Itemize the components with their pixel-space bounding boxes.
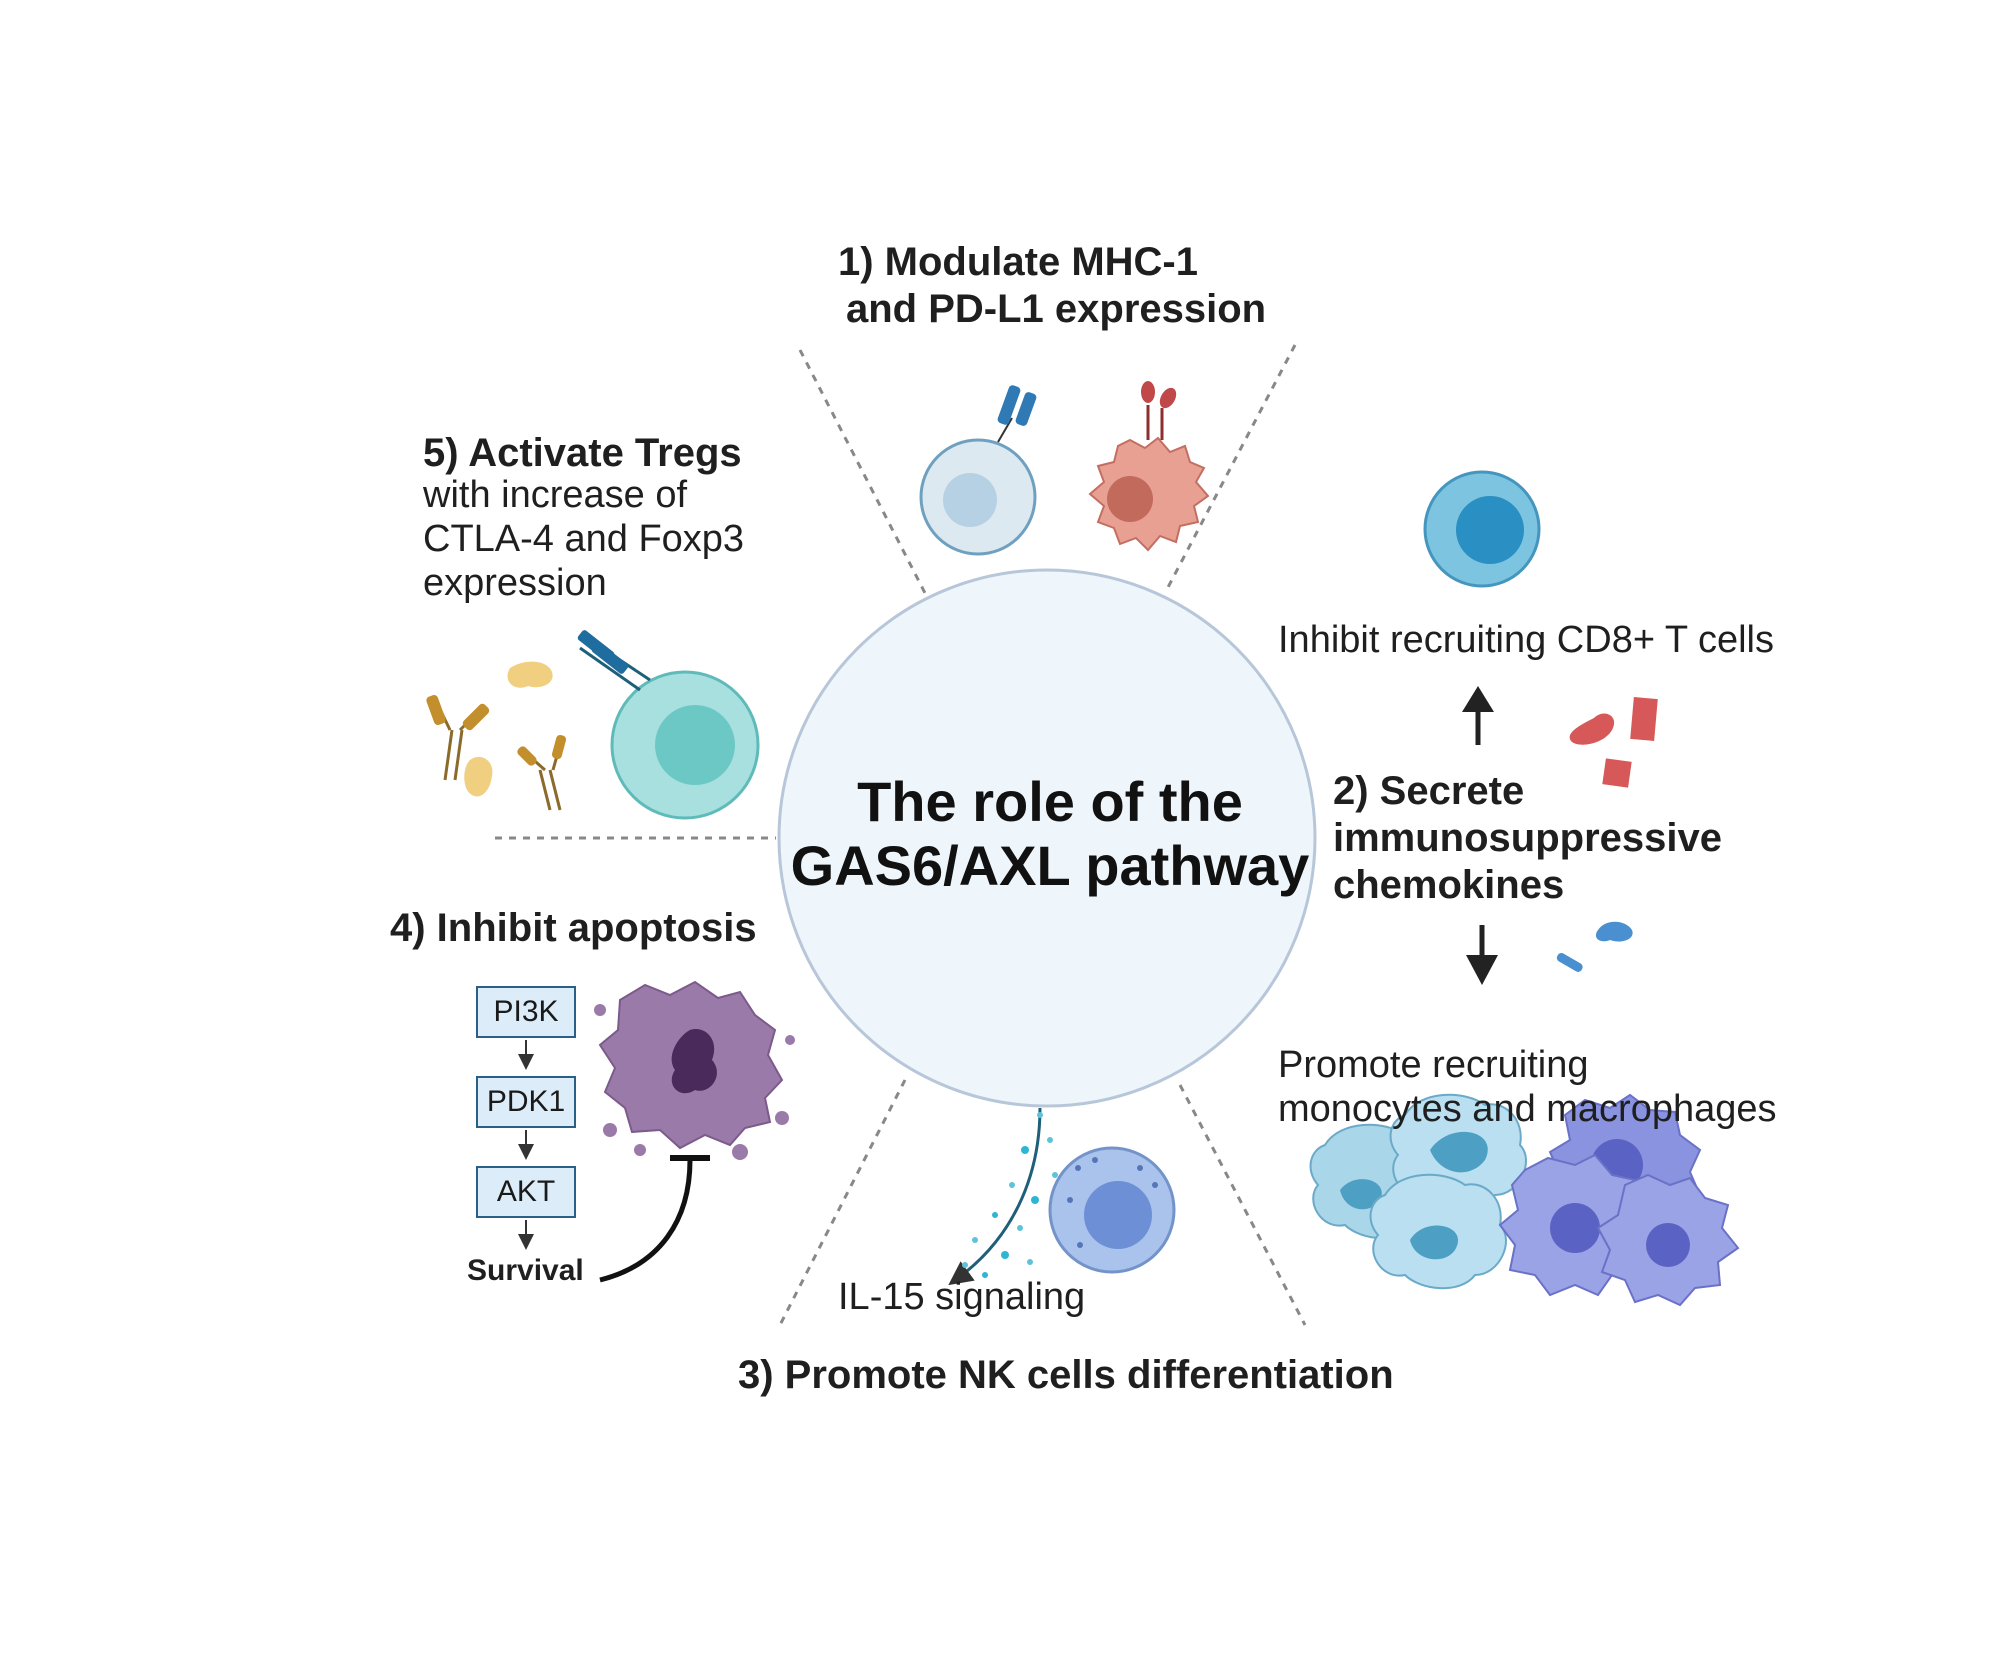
section3-title: 3) Promote NK cells differentiation — [738, 1353, 1394, 1397]
section5-desc-line3: expression — [423, 562, 607, 604]
promote-label-line2: monocytes and macrophages — [1278, 1088, 1777, 1130]
apoptotic-cell-icon — [594, 980, 795, 1160]
divider-bottom-left — [778, 1079, 907, 1326]
section4-title: 4) Inhibit apoptosis — [390, 906, 757, 950]
section2-title-line1: 2) Secrete — [1333, 769, 1525, 813]
divider-top-left — [798, 349, 927, 594]
cd8-inhibit-label: Inhibit recruiting CD8+ T cells — [1278, 619, 1774, 661]
treg-cell-icon — [577, 630, 760, 820]
section5-desc-line1: with increase of — [423, 474, 688, 516]
section2-title-line3: chemokines — [1333, 863, 1565, 907]
arrow-up-icon — [1462, 686, 1494, 745]
tumor-pdl1-icon — [1088, 381, 1210, 552]
divider-top-right — [1163, 344, 1297, 594]
antibodies-icon — [436, 704, 562, 811]
divider-bottom-right — [1178, 1084, 1307, 1326]
section5-title: 5) Activate Tregs — [423, 431, 742, 475]
pathway-box-pdk1: PDK1 — [476, 1076, 576, 1128]
promote-label-line1: Promote recruiting — [1278, 1044, 1589, 1086]
section2-title-line2: immunosuppressive — [1333, 816, 1723, 860]
tcell-mhc-icon — [919, 385, 1037, 556]
il15-particles-icon — [948, 1107, 1058, 1286]
pathway-box-akt: AKT — [476, 1166, 576, 1218]
il15-label: IL-15 signaling — [838, 1276, 1086, 1318]
chemokines-red-icon — [1569, 697, 1658, 788]
center-title-line2: GAS6/AXL pathway — [790, 834, 1310, 897]
center-title-line1: The role of the — [857, 770, 1243, 833]
monocytes-icon — [1309, 1093, 1527, 1290]
pathway-box-pi3k: PI3K — [476, 986, 576, 1038]
center-title: The role of the GAS6/AXL pathway — [780, 770, 1320, 898]
arrow-down-icon — [1466, 925, 1498, 985]
center-circle — [777, 568, 1317, 1108]
cd8-tcell-icon — [1423, 470, 1541, 588]
chemokines-blue-icon — [1556, 921, 1633, 972]
survival-label: Survival — [467, 1254, 584, 1287]
macrophages-icon — [1498, 1093, 1740, 1307]
section1-title-line1: 1) Modulate MHC-1 — [838, 240, 1198, 284]
section5-desc-line2: CTLA-4 and Foxp3 — [423, 518, 745, 560]
section-dividers — [495, 344, 1307, 1326]
inhibition-curve — [599, 1155, 710, 1283]
foxp3-particles-icon — [464, 661, 553, 797]
antibody-heads-icon — [426, 694, 567, 766]
section1-title-line2: and PD-L1 expression — [846, 287, 1267, 331]
nk-cell-icon — [1048, 1146, 1176, 1274]
